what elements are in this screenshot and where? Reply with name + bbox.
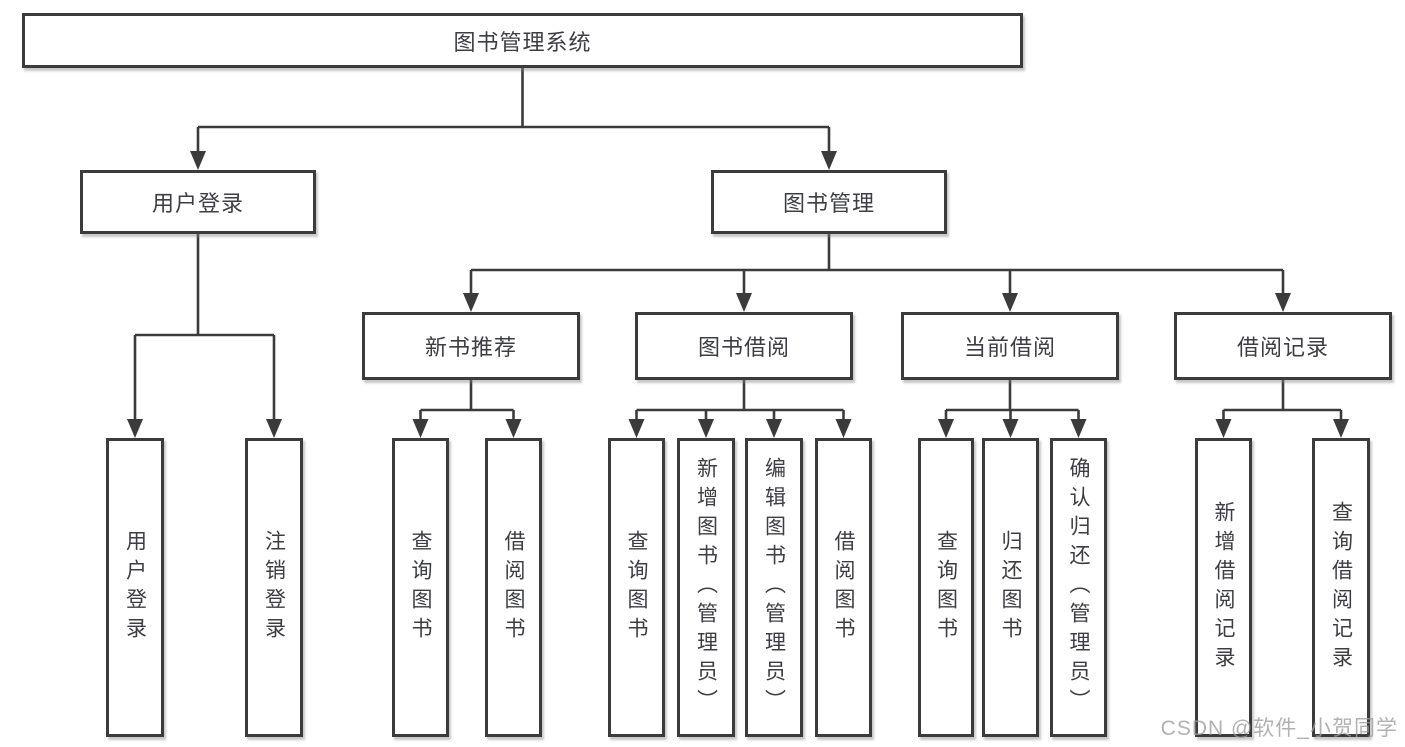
node-label: 注销登录 xyxy=(262,529,286,646)
node-label: 编辑图书（管理员） xyxy=(762,457,786,718)
node-label: 确认归还（管理员） xyxy=(1067,457,1090,718)
leaf-borrow-books-recommend: 借阅图书 xyxy=(485,438,542,737)
leaf-confirm-return-admin: 确认归还（管理员） xyxy=(1050,438,1107,737)
connector-root-to-level2 xyxy=(196,68,831,158)
node-label: 查询图书 xyxy=(409,529,432,646)
arrowhead-icon xyxy=(1275,293,1291,312)
arrowhead-icon xyxy=(266,419,282,438)
node-label: 新增图书（管理员） xyxy=(694,457,718,718)
node-label: 借阅图书 xyxy=(832,529,855,646)
arrowhead-icon xyxy=(505,419,522,438)
node-label: 归还图书 xyxy=(999,529,1022,646)
arrowhead-icon xyxy=(938,419,954,438)
arrowhead-icon xyxy=(821,151,837,170)
arrowhead-icon xyxy=(1002,293,1018,312)
arrowheads xyxy=(127,151,1349,438)
node-label: 查询图书 xyxy=(625,529,648,646)
arrowhead-icon xyxy=(190,151,206,170)
arrowhead-icon xyxy=(1333,419,1349,438)
node-label: 新书推荐 xyxy=(424,335,517,360)
node-new-book-recommend: 新书推荐 xyxy=(362,312,580,380)
arrowhead-icon xyxy=(412,419,429,438)
node-label: 借阅图书 xyxy=(502,529,525,646)
node-label: 借阅记录 xyxy=(1236,335,1329,360)
connector-group4-to-leaves xyxy=(1222,380,1343,424)
arrowhead-icon xyxy=(628,419,645,438)
node-book-management: 图书管理 xyxy=(711,170,947,234)
node-current-borrowing: 当前借阅 xyxy=(901,312,1119,380)
arrowhead-icon xyxy=(127,419,143,438)
leaf-logout: 注销登录 xyxy=(245,438,303,737)
leaf-query-books-borrowing: 查询图书 xyxy=(608,438,665,737)
node-label: 图书借阅 xyxy=(697,335,790,360)
leaf-edit-books-admin: 编辑图书（管理员） xyxy=(745,438,803,737)
connector-mgmt-to-groups xyxy=(469,234,1285,298)
leaf-add-borrow-record: 新增借阅记录 xyxy=(1195,438,1252,737)
node-label: 用户登录 xyxy=(151,191,244,216)
leaf-query-books-recommend: 查询图书 xyxy=(392,438,449,737)
arrowhead-icon xyxy=(1002,419,1019,438)
node-label: 图书管理系统 xyxy=(453,29,592,55)
arrowhead-icon xyxy=(736,293,752,312)
arrowhead-icon xyxy=(1215,419,1232,438)
arrowhead-icon xyxy=(463,293,479,312)
node-label: 用户登录 xyxy=(123,529,147,646)
node-borrow-records: 借阅记录 xyxy=(1174,312,1392,380)
arrowhead-icon xyxy=(766,419,782,438)
arrowhead-icon xyxy=(1070,419,1087,438)
node-user-login: 用户登录 xyxy=(80,170,316,234)
leaf-user-login: 用户登录 xyxy=(106,438,164,737)
arrowhead-icon xyxy=(698,419,714,438)
node-book-borrowing: 图书借阅 xyxy=(635,312,853,380)
leaf-borrow-books-borrowing: 借阅图书 xyxy=(815,438,872,737)
arrowhead-icon xyxy=(835,419,852,438)
connector-group2-to-leaves xyxy=(635,380,845,424)
connector-group3-to-leaves xyxy=(944,380,1080,424)
node-label: 图书管理 xyxy=(782,191,875,216)
node-label: 当前借阅 xyxy=(963,335,1056,360)
connector-login-to-leaves xyxy=(133,234,276,424)
node-library-management-system: 图书管理系统 xyxy=(22,13,1023,68)
connector-group1-to-leaves xyxy=(419,380,515,424)
leaf-add-books-admin: 新增图书（管理员） xyxy=(677,438,735,737)
node-label: 查询图书 xyxy=(934,529,958,646)
node-label: 新增借阅记录 xyxy=(1212,500,1235,675)
csdn-watermark: CSDN @软件_小贺同学 xyxy=(1160,717,1398,740)
node-label: 查询借阅记录 xyxy=(1329,500,1353,675)
leaf-query-books-current: 查询图书 xyxy=(918,438,974,737)
leaf-query-borrow-record: 查询借阅记录 xyxy=(1312,438,1370,737)
leaf-return-books: 归还图书 xyxy=(982,438,1039,737)
